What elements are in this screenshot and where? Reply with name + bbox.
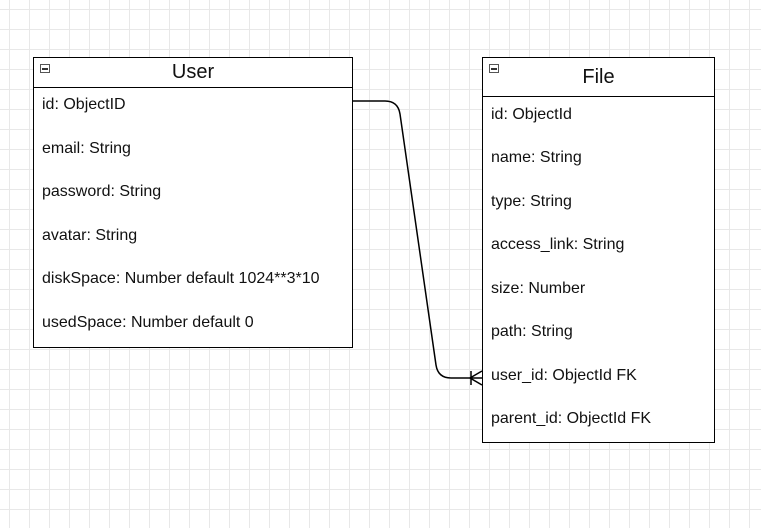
file-entity-header[interactable]: File [483, 58, 714, 97]
user-field-password[interactable]: password: String [42, 183, 162, 200]
file-field-size[interactable]: size: Number [491, 280, 586, 297]
file-field-parent-id[interactable]: parent_id: ObjectId FK [491, 410, 652, 427]
file-field-id[interactable]: id: ObjectId [491, 106, 572, 123]
user-entity-title: User [171, 61, 215, 83]
file-field-name[interactable]: name: String [491, 149, 582, 166]
file-field-access-link[interactable]: access_link: String [491, 236, 625, 253]
file-entity-title: File [582, 65, 615, 88]
crows-foot-icon [469, 370, 483, 386]
file-field-path[interactable]: path: String [491, 323, 573, 340]
file-field-type[interactable]: type: String [491, 193, 572, 210]
collapse-icon[interactable] [489, 64, 499, 73]
user-field-usedspace[interactable]: usedSpace: Number default 0 [42, 314, 254, 331]
user-field-email[interactable]: email: String [42, 140, 131, 157]
user-field-diskspace[interactable]: diskSpace: Number default 1024**3*10 [42, 270, 320, 287]
collapse-icon[interactable] [40, 64, 50, 73]
file-field-user-id[interactable]: user_id: ObjectId FK [491, 367, 637, 384]
user-field-id[interactable]: id: ObjectID [42, 96, 126, 113]
user-entity-header[interactable]: User [34, 58, 352, 88]
file-entity[interactable]: File id: ObjectId name: String type: Str… [482, 57, 715, 443]
user-entity[interactable]: User id: ObjectID email: String password… [33, 57, 353, 348]
user-field-avatar[interactable]: avatar: String [42, 227, 138, 244]
